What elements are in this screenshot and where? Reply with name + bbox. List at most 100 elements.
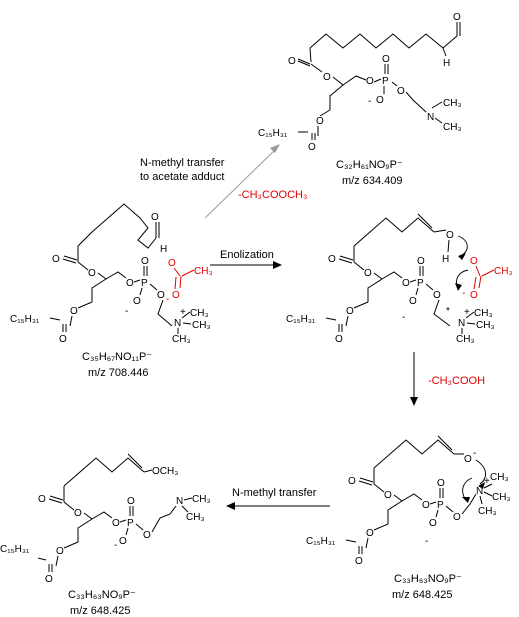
n-methyl-acetate-label-line1: N-methyl transfer: [140, 157, 225, 169]
charge-minus: -: [114, 540, 117, 551]
enolization-label: Enolization: [220, 249, 274, 261]
atom-p: P: [417, 278, 424, 289]
aldehyde-product-formula: C₃₂H₆₁NO₉P⁻: [336, 159, 403, 171]
atom-o: O: [151, 212, 159, 223]
charge-minus: -: [125, 306, 128, 317]
acetate-charge: -: [166, 294, 169, 305]
atom-p: P: [437, 500, 444, 511]
atom-o: O: [446, 230, 454, 241]
acetate-methyl: CH₃: [194, 266, 213, 277]
atom-o: O: [422, 500, 430, 511]
methyl-group: CH₃: [492, 492, 511, 503]
atom-o: O: [56, 546, 64, 557]
atom-o: O: [437, 478, 445, 489]
curly-arrow: [475, 459, 486, 485]
methyl-group: CH₃: [456, 334, 475, 345]
arrowhead: [458, 253, 466, 260]
atom-o: O: [384, 490, 392, 501]
methyl-group: CH₃: [490, 472, 509, 483]
acetate-oxygen: O: [168, 258, 176, 269]
enolate-intermediate-formula: C₃₃H₆₃NO₉P⁻: [394, 573, 462, 585]
atom-o: O: [316, 116, 324, 127]
acetate-oxygen: O: [470, 256, 478, 267]
methyl-enol-ether-mz: m/z 648.425: [70, 605, 131, 617]
acetate-carbonyl-oxygen: O: [470, 290, 478, 301]
atom-n: N: [476, 486, 483, 497]
atom-o: O: [346, 306, 354, 317]
atom-o: O: [429, 518, 437, 529]
atom-o: O: [417, 256, 425, 267]
arrowhead: [455, 283, 462, 291]
atom-o: O: [52, 254, 60, 265]
methyl-enol-ether-structure: OCH₃ O O O P O O - O N CH₃ CH₃ O O C₁₅H₃…: [0, 453, 211, 585]
atom-o: O: [376, 95, 384, 106]
methyl-group: CH₃: [186, 512, 205, 523]
atom-n: N: [176, 496, 183, 507]
acyl-chain-label: C₁₅H₃₁: [10, 314, 40, 325]
curly-arrow: [457, 235, 468, 257]
charge-minus: -: [368, 96, 371, 107]
atom-o: O: [38, 494, 46, 505]
methyl-group: CH₃: [478, 506, 497, 517]
atom-o: O: [157, 290, 165, 301]
atom-o: O: [328, 254, 336, 265]
methyl-group: CH₃: [476, 320, 495, 331]
acyl-chain-label: C₁₅H₃₁: [0, 544, 30, 555]
atom-o: O: [88, 268, 96, 279]
methoxy-group: OCH₃: [152, 466, 178, 477]
atom-o: O: [335, 334, 343, 345]
atom-o: O: [308, 142, 316, 153]
atom-h: H: [160, 244, 167, 255]
atom-o: O: [348, 476, 356, 487]
acetate-methyl: CH₃: [494, 266, 513, 277]
enolate-intermediate-structure: O - O O O P O O - O N + CH₃ CH₃ CH₃: [306, 435, 511, 567]
atom-o: O: [45, 574, 53, 585]
atom-o: O: [433, 290, 441, 301]
atom-o: O: [364, 268, 372, 279]
acetate-adduct-formula: C₃₅H₆₇NO₁₁P⁻: [82, 351, 152, 363]
atom-h: H: [442, 254, 449, 265]
methyl-group: CH₃: [190, 308, 209, 319]
atom-o: O: [127, 496, 135, 507]
methyl-group: CH₃: [443, 122, 462, 133]
methyl-group: CH₃: [172, 334, 191, 345]
n-methyl-acetate-label-line2: to acetate adduct: [140, 171, 224, 183]
loss-methyl-acetate-label: -CH₃COOCH₃: [238, 189, 307, 201]
charge-plus: +: [180, 307, 186, 318]
atom-o: O: [323, 72, 331, 83]
atom-o: O: [402, 278, 410, 289]
atom-h: H: [443, 58, 450, 69]
arrowhead: [273, 261, 282, 269]
aldehyde-product-structure: O H O O O P O O - O N CH₃ CH₃ O O C₁₅H₃₁: [258, 12, 462, 153]
atom-n: N: [174, 318, 181, 329]
acyl-chain-label: C₁₅H₃₁: [258, 128, 288, 139]
acetate-adduct-structure: O H O O O P O O - O N + CH₃ CH₃ CH₃ O: [10, 203, 213, 345]
enolization-intermediate-structure: O H O O O P O O - O * N + CH₃ CH₃ CH₃: [286, 213, 513, 345]
loss-acetic-acid-label: -CH₃COOH: [428, 375, 485, 387]
atom-n: N: [458, 318, 465, 329]
acetate-adduct-mz: m/z 708.446: [88, 367, 149, 379]
curly-arrow: [462, 477, 473, 501]
atom-o: O: [382, 54, 390, 65]
arrowhead: [226, 502, 235, 510]
atom-o: O: [112, 518, 120, 529]
atom-p: P: [127, 518, 134, 529]
acyl-chain-label: C₁₅H₃₁: [286, 314, 316, 325]
atom-p: P: [382, 76, 389, 87]
atom-o: O: [119, 536, 127, 547]
methyl-group: CH₃: [474, 308, 493, 319]
methyl-group: CH₃: [443, 98, 462, 109]
atom-o: O: [74, 508, 82, 519]
atom-o: O: [397, 86, 405, 97]
arrowhead: [270, 144, 280, 153]
arrowhead: [478, 482, 485, 489]
atom-o: O: [453, 512, 461, 523]
atom-p: P: [141, 278, 148, 289]
atom-o: O: [133, 296, 141, 307]
arrowhead: [410, 397, 418, 406]
n-methyl-transfer-label: N-methyl transfer: [232, 487, 317, 499]
acetate-carbonyl-oxygen: O: [172, 290, 180, 301]
aldehyde-product-mz: m/z 634.409: [342, 175, 403, 187]
atom-o: O: [143, 530, 151, 541]
